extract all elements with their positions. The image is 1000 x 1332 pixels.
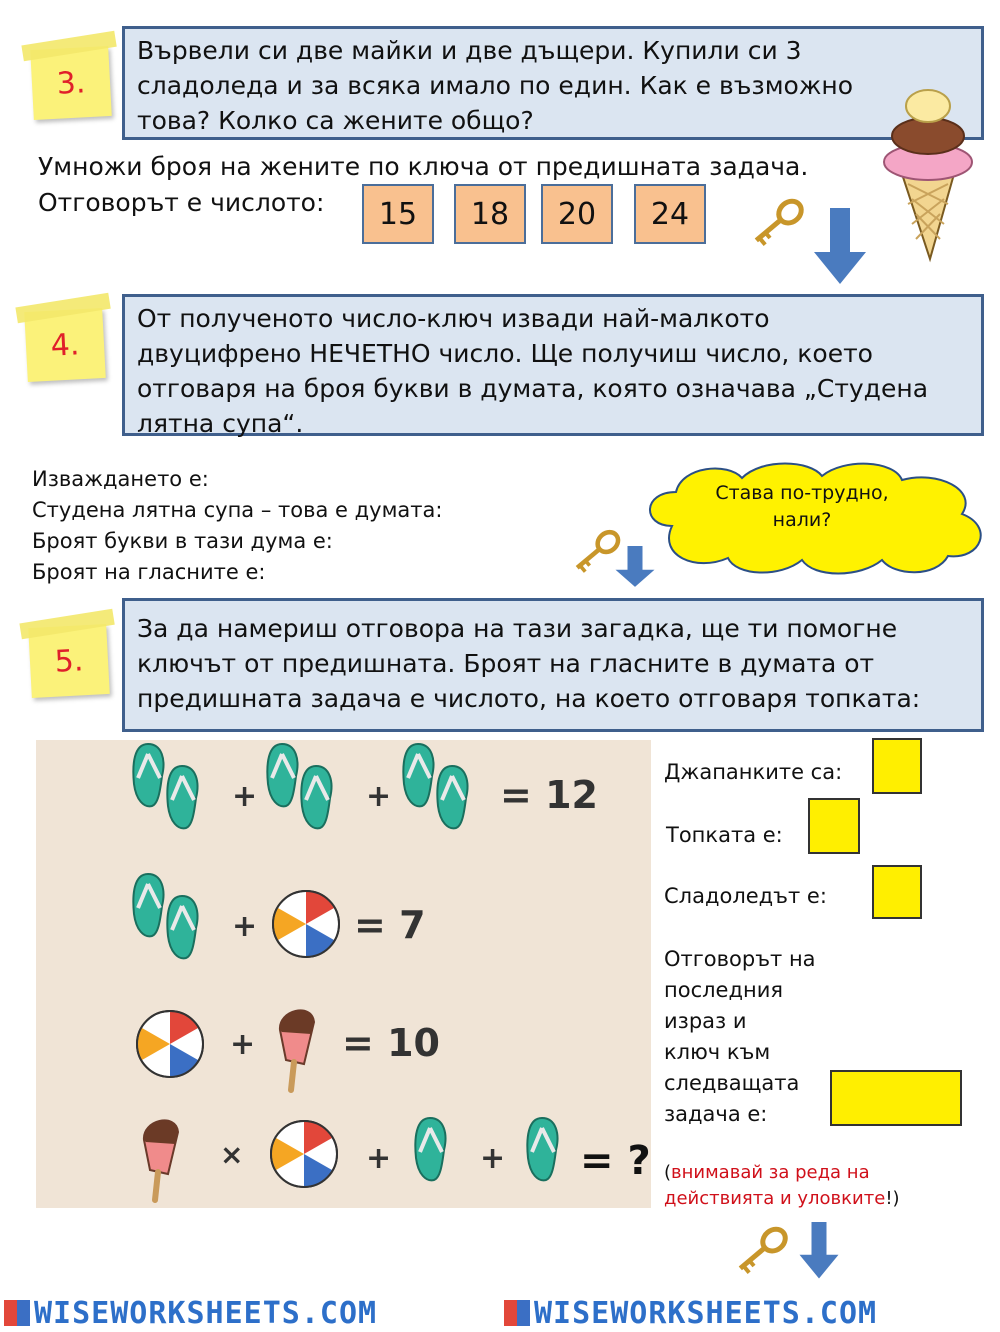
sticky-note-4: 4. <box>15 292 111 382</box>
task3-text-line: Вървели си две майки и две дъщери. Купил… <box>137 36 802 65</box>
task3-instruction: Умножи броя на жените по ключа от предиш… <box>38 152 809 181</box>
option-button[interactable]: 18 <box>454 184 526 244</box>
task3-text-line: това? Колко са жените общо? <box>137 106 534 135</box>
flipflops-label: Джапанките са: <box>664 760 843 784</box>
task4-question: Броят на гласните е: <box>32 560 266 584</box>
answer-label: последния <box>664 978 783 1002</box>
ice-cream-icon <box>883 89 973 263</box>
task4-text-line: От полученото число-ключ извади най-малк… <box>137 304 770 333</box>
option-button[interactable]: 20 <box>541 184 613 244</box>
task3-text-line: сладоледа и за всяка имало по един. Как … <box>137 71 854 100</box>
task4-text-line: лятна супа“. <box>137 409 304 438</box>
task5-text-line: За да намериш отговора на тази загадка, … <box>137 614 898 643</box>
task-number: 3. <box>55 65 87 102</box>
final-answer-box[interactable] <box>830 1070 962 1126</box>
task4-text-line: двуцифрено НЕЧЕТНО число. Ще получиш чис… <box>137 339 873 368</box>
option-button[interactable]: 24 <box>634 184 706 244</box>
equation-result: = ? <box>580 1138 651 1184</box>
sticky-note-3: 3. <box>21 30 117 120</box>
answer-label: израз и <box>664 1009 747 1033</box>
answer-label: ключ към <box>664 1040 771 1064</box>
task5-text-line: ключът от предишната. Броят на гласните … <box>137 649 875 678</box>
arrow-down-icon <box>615 546 655 587</box>
task4-question: Изваждането е: <box>32 467 209 491</box>
icecream-answer-box[interactable] <box>872 865 922 919</box>
answer-label: Отговорът на <box>664 947 816 971</box>
warning-note: действията и уловките!) <box>664 1188 900 1209</box>
plus-sign: + <box>480 1141 505 1176</box>
option-button[interactable]: 15 <box>362 184 434 244</box>
times-sign: × <box>220 1138 243 1171</box>
key-icon <box>738 1226 788 1274</box>
footer-brand: WISEWORKSHEETS.COM <box>534 1296 878 1331</box>
task3-answer-label: Отговорът е числото: <box>38 188 325 217</box>
task3-box: Вървели си две майки и две дъщери. Купил… <box>122 26 984 140</box>
task5-text-line: предишната задача е числото, на което от… <box>137 684 921 713</box>
task-number: 4. <box>49 327 81 364</box>
cloud-text: нали? <box>772 509 832 531</box>
sticky-note-5: 5. <box>19 608 115 698</box>
ball-answer-box[interactable] <box>808 798 860 854</box>
ball-label: Топката е: <box>666 823 783 847</box>
equation-result: = 10 <box>342 1021 440 1065</box>
equation-result: = 12 <box>500 773 598 817</box>
icecream-label: Сладоледът е: <box>664 884 827 908</box>
answer-label: следващата <box>664 1071 800 1095</box>
task5-box: За да намериш отговора на тази загадка, … <box>122 598 984 732</box>
logo-icon <box>4 1300 30 1326</box>
key-icon <box>575 529 621 573</box>
thought-cloud <box>649 462 982 575</box>
arrow-down-icon <box>814 208 866 284</box>
task4-text-line: отговаря на броя букви в думата, която о… <box>137 374 929 403</box>
flipflops-answer-box[interactable] <box>872 738 922 794</box>
task4-question: Броят букви в тази дума е: <box>32 529 333 553</box>
puzzle-drawing: + + = 12 + = 7 + = 10 × + + = ? <box>36 740 651 1208</box>
answer-label: задача е: <box>664 1102 768 1126</box>
puzzle-image: + + = 12 + = 7 + = 10 × + + = ? <box>36 740 651 1208</box>
plus-sign: + <box>232 909 257 944</box>
plus-sign: + <box>230 1027 255 1062</box>
task4-box: От полученото число-ключ извади най-малк… <box>122 294 984 438</box>
warning-note: (внимавай за реда на <box>664 1162 870 1183</box>
task4-question: Студена лятна супа – това е думата: <box>32 498 443 522</box>
plus-sign: + <box>366 1141 391 1176</box>
plus-sign: + <box>232 779 257 814</box>
logo-icon <box>504 1300 530 1326</box>
key-icon <box>754 198 804 246</box>
cloud-text: Става по-трудно, <box>715 482 889 504</box>
equation-result: = 7 <box>354 903 426 947</box>
task-number: 5. <box>53 643 85 680</box>
arrow-down-icon <box>799 1222 839 1279</box>
footer-brand: WISEWORKSHEETS.COM <box>34 1296 378 1331</box>
footer-watermark: WISEWORKSHEETS.COM WISEWORKSHEETS.COM <box>0 1296 1000 1332</box>
plus-sign: + <box>366 779 391 814</box>
